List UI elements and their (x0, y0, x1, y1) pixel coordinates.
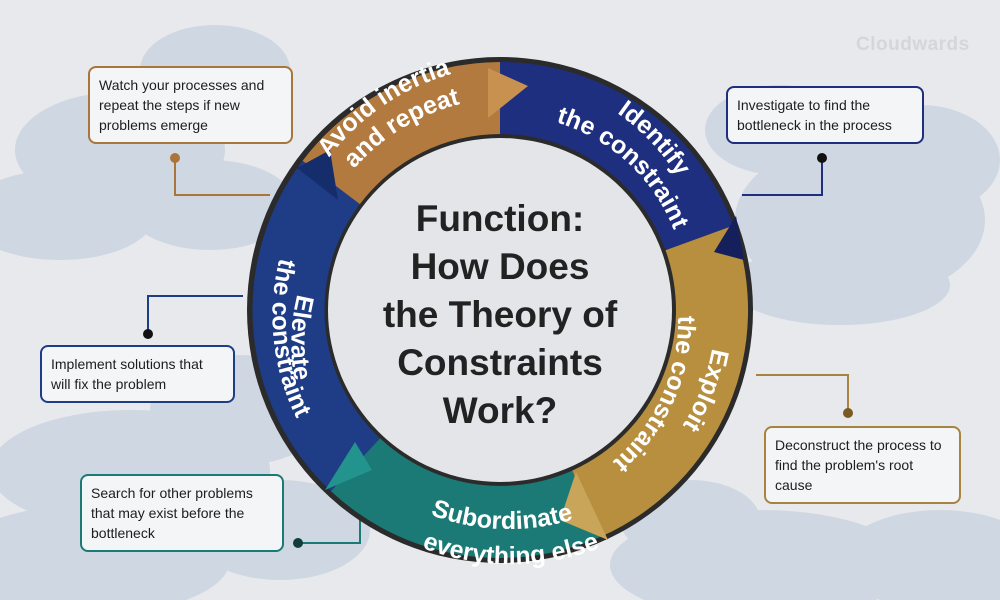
center-title: Function: How Does the Theory of Constra… (382, 198, 618, 431)
connector-identify (742, 153, 827, 196)
segment-exploit (572, 225, 749, 537)
callout-exploit: Deconstruct the process to find the prob… (764, 426, 961, 504)
arrow-subordinate-to-elevate-icon (325, 442, 372, 490)
arrow-avoid-to-identify-icon (488, 68, 528, 118)
watermark-logo: Cloudwards (856, 34, 970, 55)
label-elevate-line1: Elevate (285, 293, 319, 382)
connector-elevate (143, 295, 243, 339)
connector-exploit (756, 374, 853, 418)
arrow-identify-to-exploit-icon (714, 216, 744, 260)
arrow-elevate-to-avoid-icon (297, 150, 338, 200)
callout-elevate: Implement solutions that will fix the pr… (40, 345, 235, 403)
callout-identify: Investigate to find the bottleneck in th… (726, 86, 924, 144)
segment-avoid (302, 62, 500, 205)
arrow-exploit-to-subordinate-icon (560, 472, 608, 540)
callout-avoid: Watch your processes and repeat the step… (88, 66, 293, 144)
segment-elevate (252, 160, 380, 492)
connector-avoid (170, 153, 270, 196)
segment-identify (500, 62, 734, 251)
ring (252, 62, 749, 558)
connector-subordinate (293, 510, 361, 548)
callout-subordinate: Search for other problems that may exist… (80, 474, 284, 552)
segment-subordinate (330, 438, 602, 558)
cloud-bottom-right (610, 480, 1000, 600)
center-disk (328, 138, 672, 482)
